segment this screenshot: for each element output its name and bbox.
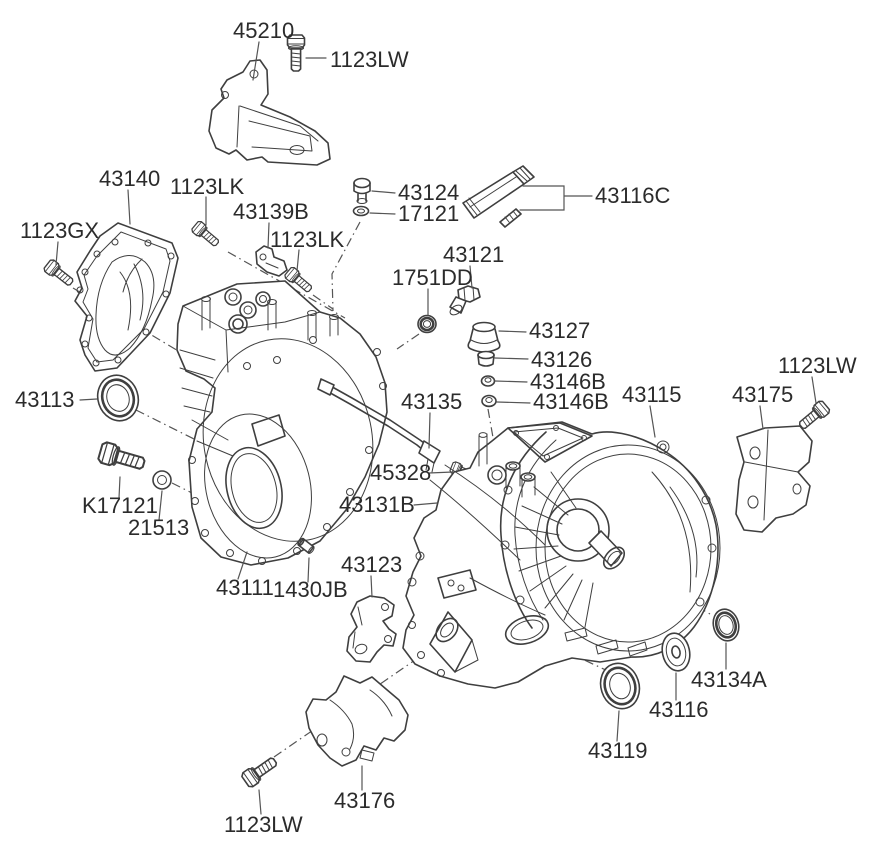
- label-45210: 45210: [233, 18, 294, 43]
- part-43123-bracket: [346, 595, 397, 663]
- leader-43121: [469, 265, 473, 289]
- label-43121: 43121: [443, 242, 504, 267]
- label-43176: 43176: [334, 788, 395, 813]
- part-43121-plug: [449, 285, 481, 316]
- label-43126: 43126: [531, 347, 592, 372]
- part-43175-bracket: [735, 425, 813, 533]
- label-43123: 43123: [341, 552, 402, 577]
- part-43119-oil-seal: [599, 662, 641, 710]
- leader-43123: [370, 575, 373, 598]
- label-1123lw-right: 1123LW: [778, 353, 857, 378]
- part-43111-transaxle-case: [176, 280, 388, 566]
- leader-1123gx: [55, 241, 59, 266]
- leader-43140: [127, 189, 131, 225]
- leader-43127: [498, 330, 527, 333]
- leader-43131b: [413, 502, 438, 506]
- leader-43119: [616, 710, 620, 742]
- part-21513-washer: [152, 470, 172, 490]
- label-43146b-upper: 43146B: [530, 369, 606, 394]
- part-43116-washer: [661, 632, 691, 672]
- leader-43135: [428, 412, 431, 449]
- label-21513: 21513: [128, 515, 189, 540]
- part-45210-mounting-bracket: [208, 59, 331, 166]
- leader-1123lw-right: [811, 376, 817, 404]
- leader-43126: [494, 357, 529, 360]
- part-43115-clutch-housing: [402, 421, 721, 689]
- leader-1430jb: [307, 557, 310, 583]
- label-1123lk-upper: 1123LK: [170, 174, 245, 199]
- leader-17121: [369, 212, 396, 215]
- axis-1751dd-to-case: [396, 333, 420, 350]
- label-43111: 43111: [216, 575, 274, 600]
- axis-43113-to-case: [135, 409, 213, 449]
- label-43119: 43119: [588, 738, 648, 763]
- axis-breather-to-case: [331, 221, 361, 312]
- label-43127: 43127: [529, 318, 590, 343]
- label-1751dd: 1751DD: [392, 265, 473, 290]
- part-43140-rear-cover: [74, 222, 179, 372]
- label-43175: 43175: [732, 382, 793, 407]
- leader-1123lw-bottom: [258, 789, 262, 815]
- leader-43139b: [267, 222, 270, 249]
- part-1123lw-right-bolt: [795, 398, 832, 433]
- label-1123lw-top: 1123LW: [330, 47, 409, 72]
- label-17121: 17121: [398, 201, 459, 226]
- part-43176-cover: [305, 675, 409, 767]
- axis-1123lk-lower-to-case: [312, 294, 334, 310]
- label-1123lw-bottom: 1123LW: [224, 812, 303, 837]
- label-1123lk-lower: 1123LK: [270, 227, 345, 252]
- leader-45328: [428, 471, 454, 474]
- leader-43175: [759, 405, 764, 430]
- part-43146b-lower-bushing: [481, 394, 497, 408]
- label-k17121: K17121: [82, 493, 158, 518]
- label-43135: 43135: [401, 389, 462, 414]
- label-43140: 43140: [99, 166, 160, 191]
- label-43139b: 43139B: [233, 199, 309, 224]
- part-43116c-sealant: [462, 165, 535, 228]
- part-number-labels: 45210 1123LW 43140 1123LK 43139B 1123GX …: [15, 18, 857, 837]
- label-43116c: 43116C: [595, 183, 671, 208]
- label-1123gx: 1123GX: [20, 218, 99, 243]
- label-43116: 43116: [649, 697, 709, 722]
- leader-43113: [79, 398, 98, 401]
- leader-1123lk-lower: [296, 249, 300, 272]
- label-43115: 43115: [622, 382, 682, 407]
- part-1123lw-bottom-bolt: [239, 753, 281, 790]
- part-43134a-ring: [712, 608, 740, 642]
- part-43135-lever: [317, 378, 441, 473]
- label-1430jb: 1430JB: [273, 577, 348, 602]
- axis-1123lk-upper-to-case: [227, 251, 346, 319]
- part-k17121-bolt: [96, 440, 148, 476]
- part-43127-cap: [467, 321, 501, 353]
- leader-21513: [158, 490, 163, 521]
- leader-45210: [252, 41, 260, 81]
- part-17121-gasket: [352, 205, 370, 217]
- leader-43124: [371, 190, 396, 194]
- leader-43115: [649, 405, 656, 438]
- leader-lines: [55, 41, 817, 815]
- label-45328: 45328: [370, 460, 431, 485]
- label-43124: 43124: [398, 180, 459, 205]
- part-43146b-upper-bushing: [480, 375, 496, 387]
- part-43113-oil-seal: [96, 374, 140, 422]
- leader-43116c: [519, 185, 593, 211]
- part-1123gx-bolt: [42, 257, 77, 290]
- label-43134a: 43134A: [691, 667, 767, 692]
- label-43113: 43113: [15, 387, 75, 412]
- leader-43146b-lower: [496, 401, 531, 404]
- part-1751dd-gasket: [417, 314, 437, 334]
- leader-43146b-upper: [494, 380, 528, 383]
- part-43126-boot: [477, 350, 495, 367]
- leader-43111: [237, 551, 248, 580]
- label-43131b: 43131B: [339, 492, 415, 517]
- part-43124-breather: [353, 177, 371, 204]
- leader-k17121: [118, 476, 121, 499]
- label-43146b-lower: 43146B: [533, 389, 609, 414]
